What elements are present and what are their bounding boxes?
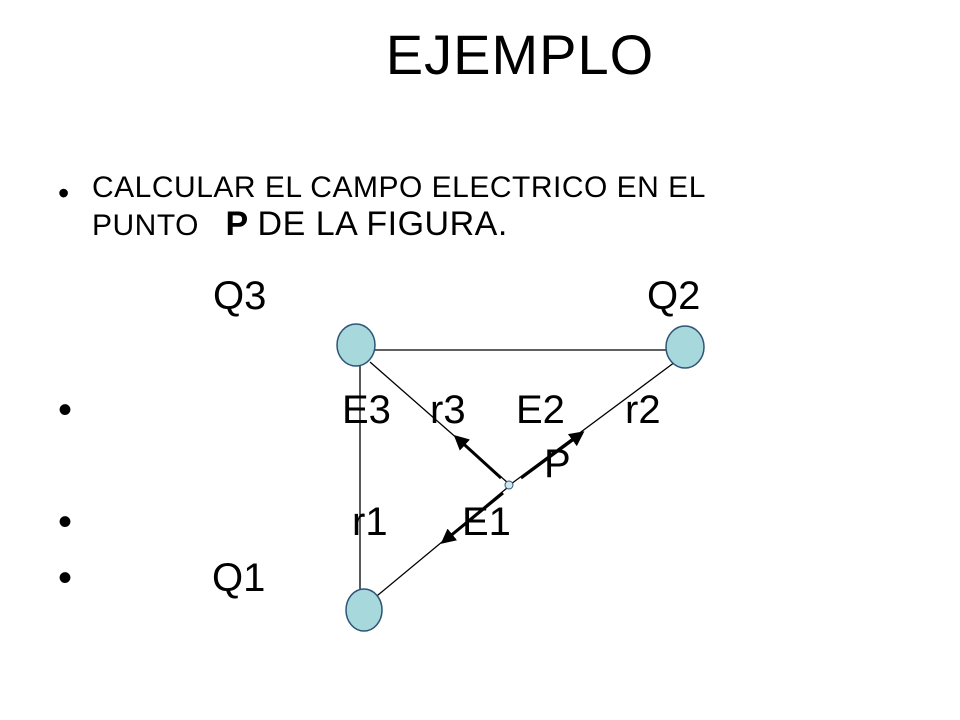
label-q2: Q2 bbox=[647, 274, 701, 318]
label-q1: Q1 bbox=[212, 556, 266, 600]
label-e1: E1 bbox=[462, 500, 511, 544]
charge-q1 bbox=[345, 588, 383, 632]
label-r3: r3 bbox=[430, 388, 466, 432]
intro-point-letter: P bbox=[225, 205, 249, 243]
label-e3: E3 bbox=[342, 388, 391, 432]
intro-line-1: CALCULAR EL CAMPO ELECTRICO EN EL bbox=[92, 171, 706, 204]
e3-arrow bbox=[453, 434, 503, 480]
label-r2: r2 bbox=[625, 388, 661, 432]
intro-text: CALCULAR EL CAMPO ELECTRICO EN EL PUNTO … bbox=[92, 170, 892, 244]
bullet-1: • bbox=[58, 175, 70, 211]
label-e2: E2 bbox=[516, 388, 565, 432]
label-r1: r1 bbox=[352, 500, 388, 544]
label-q3: Q3 bbox=[213, 274, 267, 318]
intro-line-2-prefix: PUNTO bbox=[92, 209, 199, 242]
e2-arrow bbox=[520, 431, 585, 480]
e1-arrow bbox=[440, 491, 504, 544]
slide-title: EJEMPLO bbox=[385, 23, 655, 86]
charge-q2 bbox=[665, 325, 705, 369]
label-p: P bbox=[544, 442, 571, 486]
bullet-2: • bbox=[58, 388, 73, 432]
bullet-4: • bbox=[58, 556, 73, 600]
intro-line-2-suffix: DE LA FIGURA. bbox=[257, 205, 508, 243]
charge-q3 bbox=[336, 323, 376, 367]
point-p-marker bbox=[504, 480, 514, 490]
intro-line-2: PUNTO P DE LA FIGURA. bbox=[92, 206, 892, 244]
bullet-3: • bbox=[58, 500, 73, 544]
